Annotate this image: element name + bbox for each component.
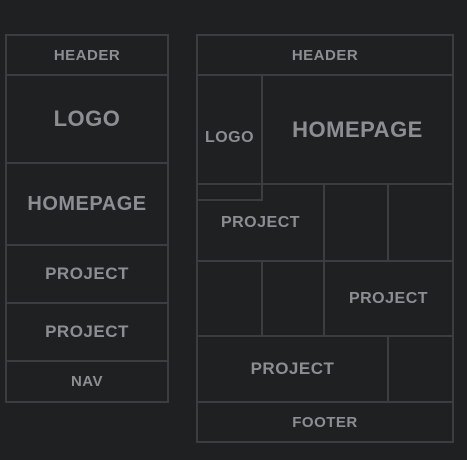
desktop-empty-cell-1 (323, 183, 389, 262)
desktop-empty-cell-2 (387, 183, 454, 262)
desktop-homepage: HOMEPAGE (261, 74, 454, 185)
desktop-empty-cell-5 (387, 335, 454, 403)
mobile-nav: NAV (5, 360, 169, 403)
mobile-logo: LOGO (5, 74, 169, 164)
desktop-project-2: PROJECT (323, 260, 454, 337)
desktop-empty-cell-4 (261, 260, 325, 337)
desktop-logo: LOGO (196, 74, 263, 201)
desktop-empty-cell-3 (196, 260, 263, 337)
desktop-project-3: PROJECT (196, 335, 389, 403)
desktop-header: HEADER (196, 34, 454, 76)
desktop-project-1: PROJECT (196, 183, 325, 262)
mobile-project-1: PROJECT (5, 244, 169, 304)
mobile-project-2: PROJECT (5, 302, 169, 362)
mobile-homepage: HOMEPAGE (5, 162, 169, 246)
desktop-footer: FOOTER (196, 401, 454, 443)
mobile-header: HEADER (5, 34, 169, 76)
